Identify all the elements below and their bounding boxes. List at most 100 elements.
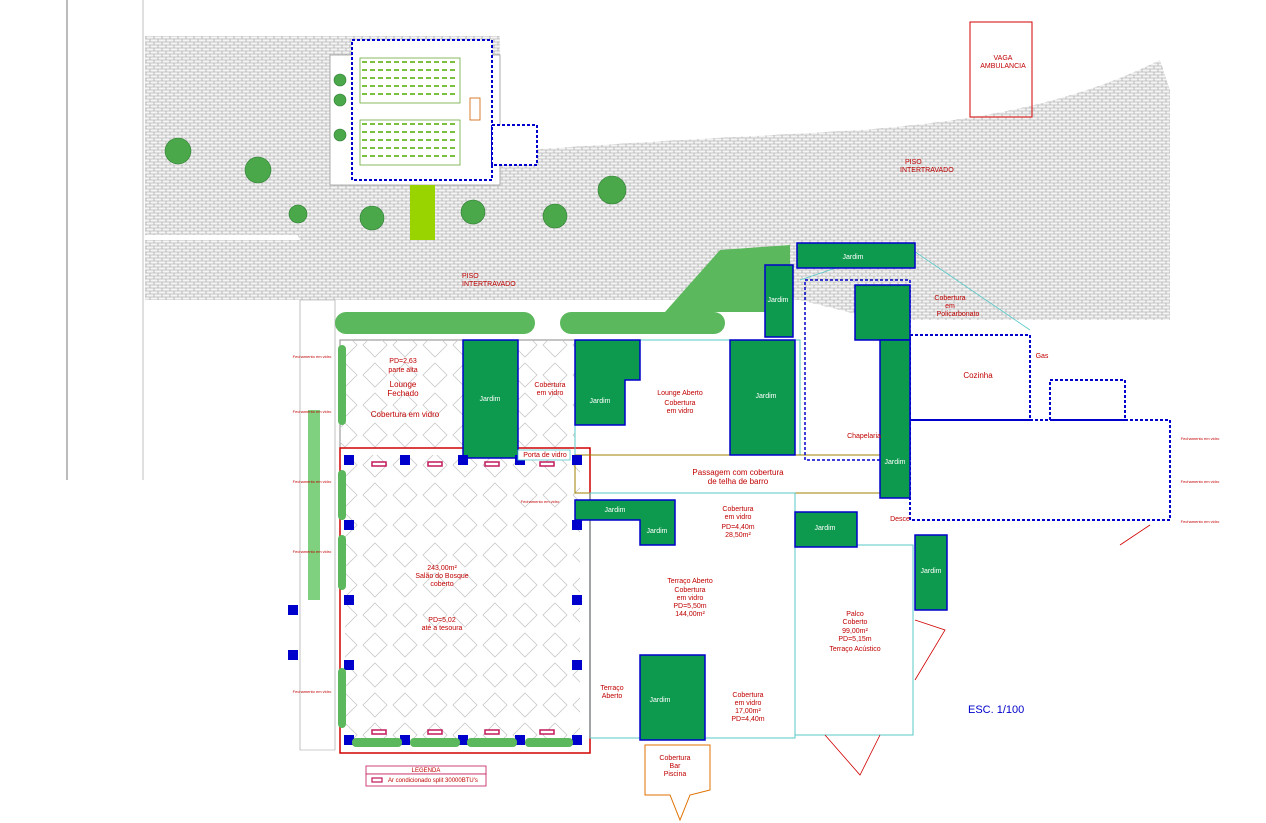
salao-coberto: coberto [430, 581, 453, 588]
salao-hedge [338, 345, 573, 747]
cob-vidro-2a: Cobertura [722, 506, 753, 513]
hedges [308, 245, 790, 600]
garden-top [796, 242, 916, 269]
cob-vidro-1a: Cobertura [534, 382, 565, 389]
garden-right-strip [879, 339, 911, 499]
palco-4: PD=5,15m [838, 636, 871, 643]
lounge-aberto-label: Lounge Aberto [657, 390, 703, 397]
gardens [462, 242, 948, 741]
legend: LEGENDA Ar condicionado split 30000BTU's [365, 765, 487, 787]
garden-lounge-aberto [574, 339, 641, 426]
palco-2: Coberto [843, 619, 868, 626]
terraco-vidro: em vidro [677, 595, 704, 602]
cozinha-label: Cozinha [963, 371, 993, 380]
salao-tesoura: até a tesoura [422, 625, 463, 632]
svg-text:Fechamento em vidro: Fechamento em vidro [293, 409, 332, 414]
terraco-cob: Cobertura [674, 587, 705, 594]
legend-ac-swatch [371, 777, 383, 783]
chapelaria-label: Chapelaria [847, 433, 881, 440]
svg-text:Fechamento em vidro: Fechamento em vidro [1181, 436, 1220, 441]
cob-bar-3: Piscina [664, 771, 687, 778]
bar-piscina [644, 744, 711, 822]
piso-top-label-2: INTERTRAVADO [900, 167, 954, 174]
svg-text:Fechamento em vidro: Fechamento em vidro [1181, 479, 1220, 484]
jardim-label-2: Jardim [589, 398, 610, 405]
building-walls [339, 244, 1171, 754]
svg-text:Fechamento em vidro: Fechamento em vidro [293, 689, 332, 694]
terraco-aberto-1: Terraço Aberto [667, 578, 713, 585]
lounge-pd: PD=2,63 [389, 358, 417, 365]
garden-center [729, 339, 796, 456]
cob-bar-2: Bar [670, 763, 682, 770]
garden-stairs [914, 534, 948, 611]
lounge-aberto-cob: Cobertura [664, 400, 695, 407]
cob-vidro-1b: em vidro [537, 390, 564, 397]
cob-vidro-3a: Cobertura [732, 692, 763, 699]
cob-vidro-2b: em vidro [725, 514, 752, 521]
vaga-label-2: AMBULANCIA [980, 63, 1026, 70]
piso-left-label-2: INTERTRAVADO [462, 281, 516, 288]
salao-columns [288, 455, 582, 745]
jardim-label-11: Jardim [649, 697, 670, 704]
cob-vidro-2c: PD=4,40m [721, 524, 754, 531]
passagem-2: de telha de barro [708, 477, 769, 486]
lounge-parte-alta: parte alta [388, 367, 417, 374]
jardim-label-1: Jardim [479, 396, 500, 403]
cob-vidro-3b: em vidro [735, 700, 762, 707]
trees [164, 73, 627, 231]
garden-lounge [462, 339, 519, 459]
lounge-aberto-vidro: em vidro [667, 408, 694, 415]
jardim-label-7: Jardim [604, 507, 625, 514]
palco-5: Terraço Acústico [829, 646, 880, 653]
cob-vidro-3d: PD=4,40m [731, 716, 764, 723]
passagem-1: Passagem com cobertura [692, 468, 784, 477]
terraco-pd: PD=5,50m [673, 603, 706, 610]
cob-vidro-3c: 17,00m² [735, 708, 761, 715]
ac-units [371, 461, 555, 735]
salao-pd: PD=5,02 [428, 617, 456, 624]
jardim-label-10: Jardim [920, 568, 941, 575]
policarb-3: Policarbonato [937, 311, 980, 318]
cob-vidro-2d: 28,50m² [725, 532, 751, 539]
policarb-1: Cobertura [934, 295, 965, 302]
policarb-2: em [945, 303, 955, 310]
piso-top-label-1: PISO [905, 159, 922, 166]
ambulance-bay [969, 21, 1033, 118]
jardim-label-6: Jardim [884, 459, 905, 466]
salao-name: Salão do Bosque [415, 573, 468, 580]
jardim-label-8: Jardim [646, 528, 667, 535]
salao-area: 243,00m² [427, 565, 457, 572]
terraco-aberto-2a: Terraço [600, 685, 623, 692]
legend-item: Ar condicionado split 30000BTU's [388, 778, 478, 784]
auditorium [351, 39, 538, 240]
palco-3: 99,00m² [842, 628, 868, 635]
terraco-aberto-2b: Aberto [602, 693, 623, 700]
jardim-label-4: Jardim [767, 297, 788, 304]
lounge-fechado-2: Fechado [387, 389, 419, 398]
svg-text:Fechamento em vidro: Fechamento em vidro [1181, 519, 1220, 524]
cob-bar-1: Cobertura [659, 755, 690, 762]
lounge-cobertura: Cobertura em vidro [371, 410, 440, 419]
garden-top-right [854, 284, 911, 341]
garden-bottom [639, 654, 706, 741]
svg-text:Fechamento em vidro: Fechamento em vidro [521, 499, 560, 504]
garden-top-left [764, 264, 794, 338]
vaga-label-1: VAGA [994, 55, 1013, 62]
garden-middle-right [794, 511, 858, 548]
desce-label: Desce [890, 516, 910, 523]
piso-left-label-1: PISO [462, 273, 479, 280]
jardim-label-5: Jardim [842, 254, 863, 261]
gas-label: Gas [1036, 353, 1049, 360]
legend-title: LEGENDA [412, 768, 441, 774]
jardim-label-3: Jardim [755, 393, 776, 400]
terraco-area: 144,00m² [675, 611, 705, 618]
svg-text:Fechamento em vidro: Fechamento em vidro [293, 549, 332, 554]
callouts [824, 524, 1151, 776]
jardim-label-9: Jardim [814, 525, 835, 532]
palco-1: Palco [846, 611, 864, 618]
svg-text:Fechamento em vidro: Fechamento em vidro [293, 354, 332, 359]
svg-text:Fechamento em vidro: Fechamento em vidro [293, 479, 332, 484]
scale-label: ESC. 1/100 [968, 704, 1024, 716]
porta-vidro-label: Porta de vidro [523, 452, 567, 459]
